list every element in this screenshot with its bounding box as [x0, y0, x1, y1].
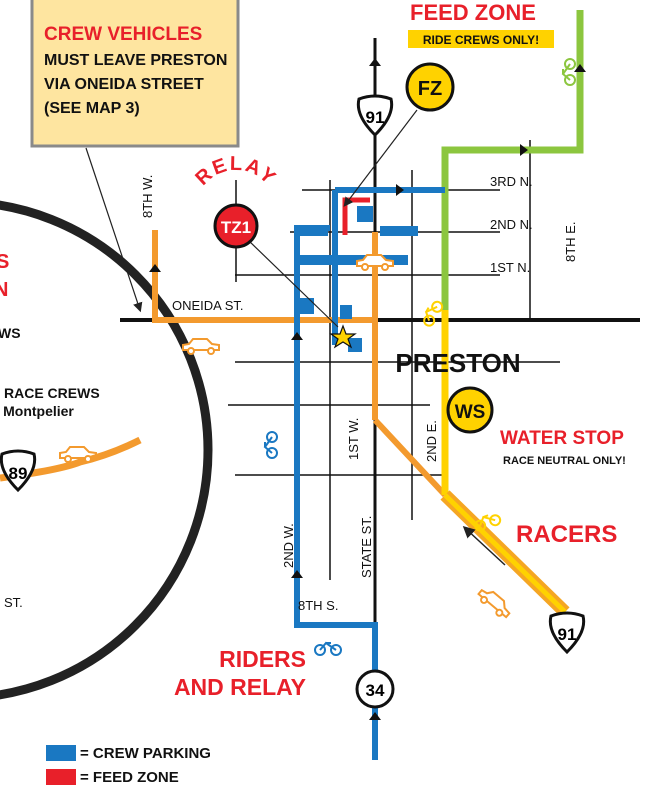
bike-icon: [263, 431, 278, 459]
feed-zone-marker: FZ: [405, 62, 455, 112]
street-label-1st-n: 1ST N.: [490, 260, 530, 275]
bike-icon: [474, 514, 502, 532]
street-label-8th-s: 8TH S.: [298, 598, 338, 613]
feed-zone-subtitle-bg: [408, 30, 554, 48]
legend-label-feed-zone: = FEED ZONE: [80, 769, 179, 786]
relay-marker-label: TZ1: [221, 218, 251, 237]
relay-tz1-marker: TZ1: [213, 203, 259, 249]
inset-text-frag3: WS: [0, 325, 21, 341]
water-stop-marker-label: WS: [455, 402, 486, 423]
route-89-label: 89: [9, 464, 28, 483]
street-label-oneida: ONEIDA ST.: [172, 298, 244, 313]
riders-label-line2: AND RELAY: [174, 674, 306, 700]
car-icon: [59, 446, 97, 463]
race-route: [440, 310, 570, 617]
street-label-1st-w: 1ST W.: [346, 418, 361, 460]
legend-swatch-feed-zone: [46, 769, 76, 785]
street-label-8th-w: 8TH W.: [140, 175, 155, 218]
crew-vehicles-callout: CREW VEHICLES MUST LEAVE PRESTON VIA ONE…: [30, 0, 240, 148]
callout-title: CREW VEHICLES: [44, 24, 202, 45]
racers-label: RACERS: [516, 521, 617, 548]
legend-swatch-crew-parking: [46, 745, 76, 761]
us-route-91-shield-top: 91: [356, 94, 394, 138]
street-label-state: STATE ST.: [359, 516, 374, 578]
callout-line1: MUST LEAVE PRESTON: [44, 52, 227, 69]
street-label-2nd-n: 2ND N.: [490, 217, 533, 232]
inset-st: ST.: [4, 595, 23, 610]
callout-line3: (SEE MAP 3): [44, 100, 140, 117]
water-stop-marker: WS: [446, 386, 494, 434]
inset-text-frag2: N: [0, 279, 8, 301]
feed-zone-marker-label: FZ: [418, 78, 442, 100]
crew-parking-areas: [300, 206, 418, 352]
street-label-8th-e: 8TH E.: [563, 222, 578, 262]
bike-icon: [314, 641, 342, 656]
inset-text-frag1: S: [0, 251, 9, 273]
bike-icon: [423, 300, 444, 327]
inset-race-crews: RACE CREWS: [4, 385, 100, 401]
car-icon: [356, 254, 394, 271]
feed-zone-title: FEED ZONE: [410, 0, 536, 25]
street-label-3rd-n: 3RD N.: [490, 174, 533, 189]
street-label-2nd-e: 2ND E.: [424, 420, 439, 462]
green-route: [441, 10, 584, 310]
car-icon: [477, 588, 511, 619]
water-stop-subtitle: RACE NEUTRAL ONLY!: [503, 455, 626, 467]
bike-icon: [561, 58, 576, 86]
callout-line2: VIA ONEIDA STREET: [44, 76, 204, 93]
relay-star-icon: [329, 324, 357, 349]
riders-label-line1: RIDERS: [219, 646, 306, 672]
route-34-label: 34: [366, 681, 385, 700]
us-route-89-shield: 89: [0, 449, 37, 493]
inset-map: 89 S N WS RACE CREWS to Montpelier ST.: [0, 200, 213, 700]
inset-to-montpelier: to Montpelier: [0, 403, 74, 419]
legend: = CREW PARKING = FEED ZONE: [46, 745, 211, 786]
feed-zone-subtitle: RIDE CREWS ONLY!: [423, 33, 539, 47]
city-label: PRESTON: [395, 348, 520, 378]
car-icon: [182, 338, 220, 355]
water-stop-title: WATER STOP: [500, 428, 624, 449]
state-route-34-marker: 34: [355, 669, 395, 709]
route-91-bottom-label: 91: [558, 625, 577, 644]
street-label-2nd-w: 2ND W.: [281, 523, 296, 568]
route-91-top-label: 91: [366, 108, 385, 127]
legend-label-crew-parking: = CREW PARKING: [80, 745, 211, 762]
us-route-91-shield-bottom: 91: [548, 611, 586, 655]
